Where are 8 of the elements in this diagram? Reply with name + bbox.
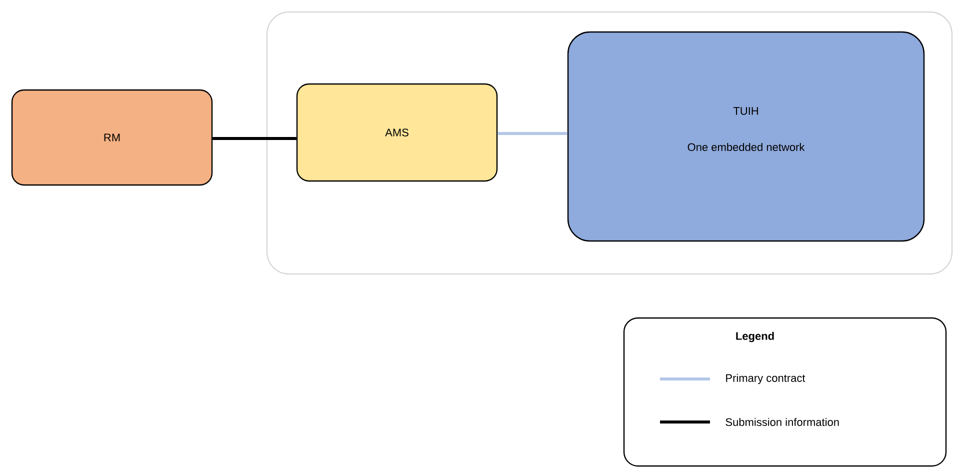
legend-text: Submission information <box>726 418 839 426</box>
process-box: TUIH One embedded network <box>567 31 925 242</box>
connector-line <box>212 136 296 140</box>
process-box: RM <box>11 89 213 186</box>
process-box: AMS <box>296 83 498 182</box>
connector-line <box>498 132 568 135</box>
legend-text: Primary contract <box>726 374 806 384</box>
legend-title: Legend <box>736 332 774 342</box>
